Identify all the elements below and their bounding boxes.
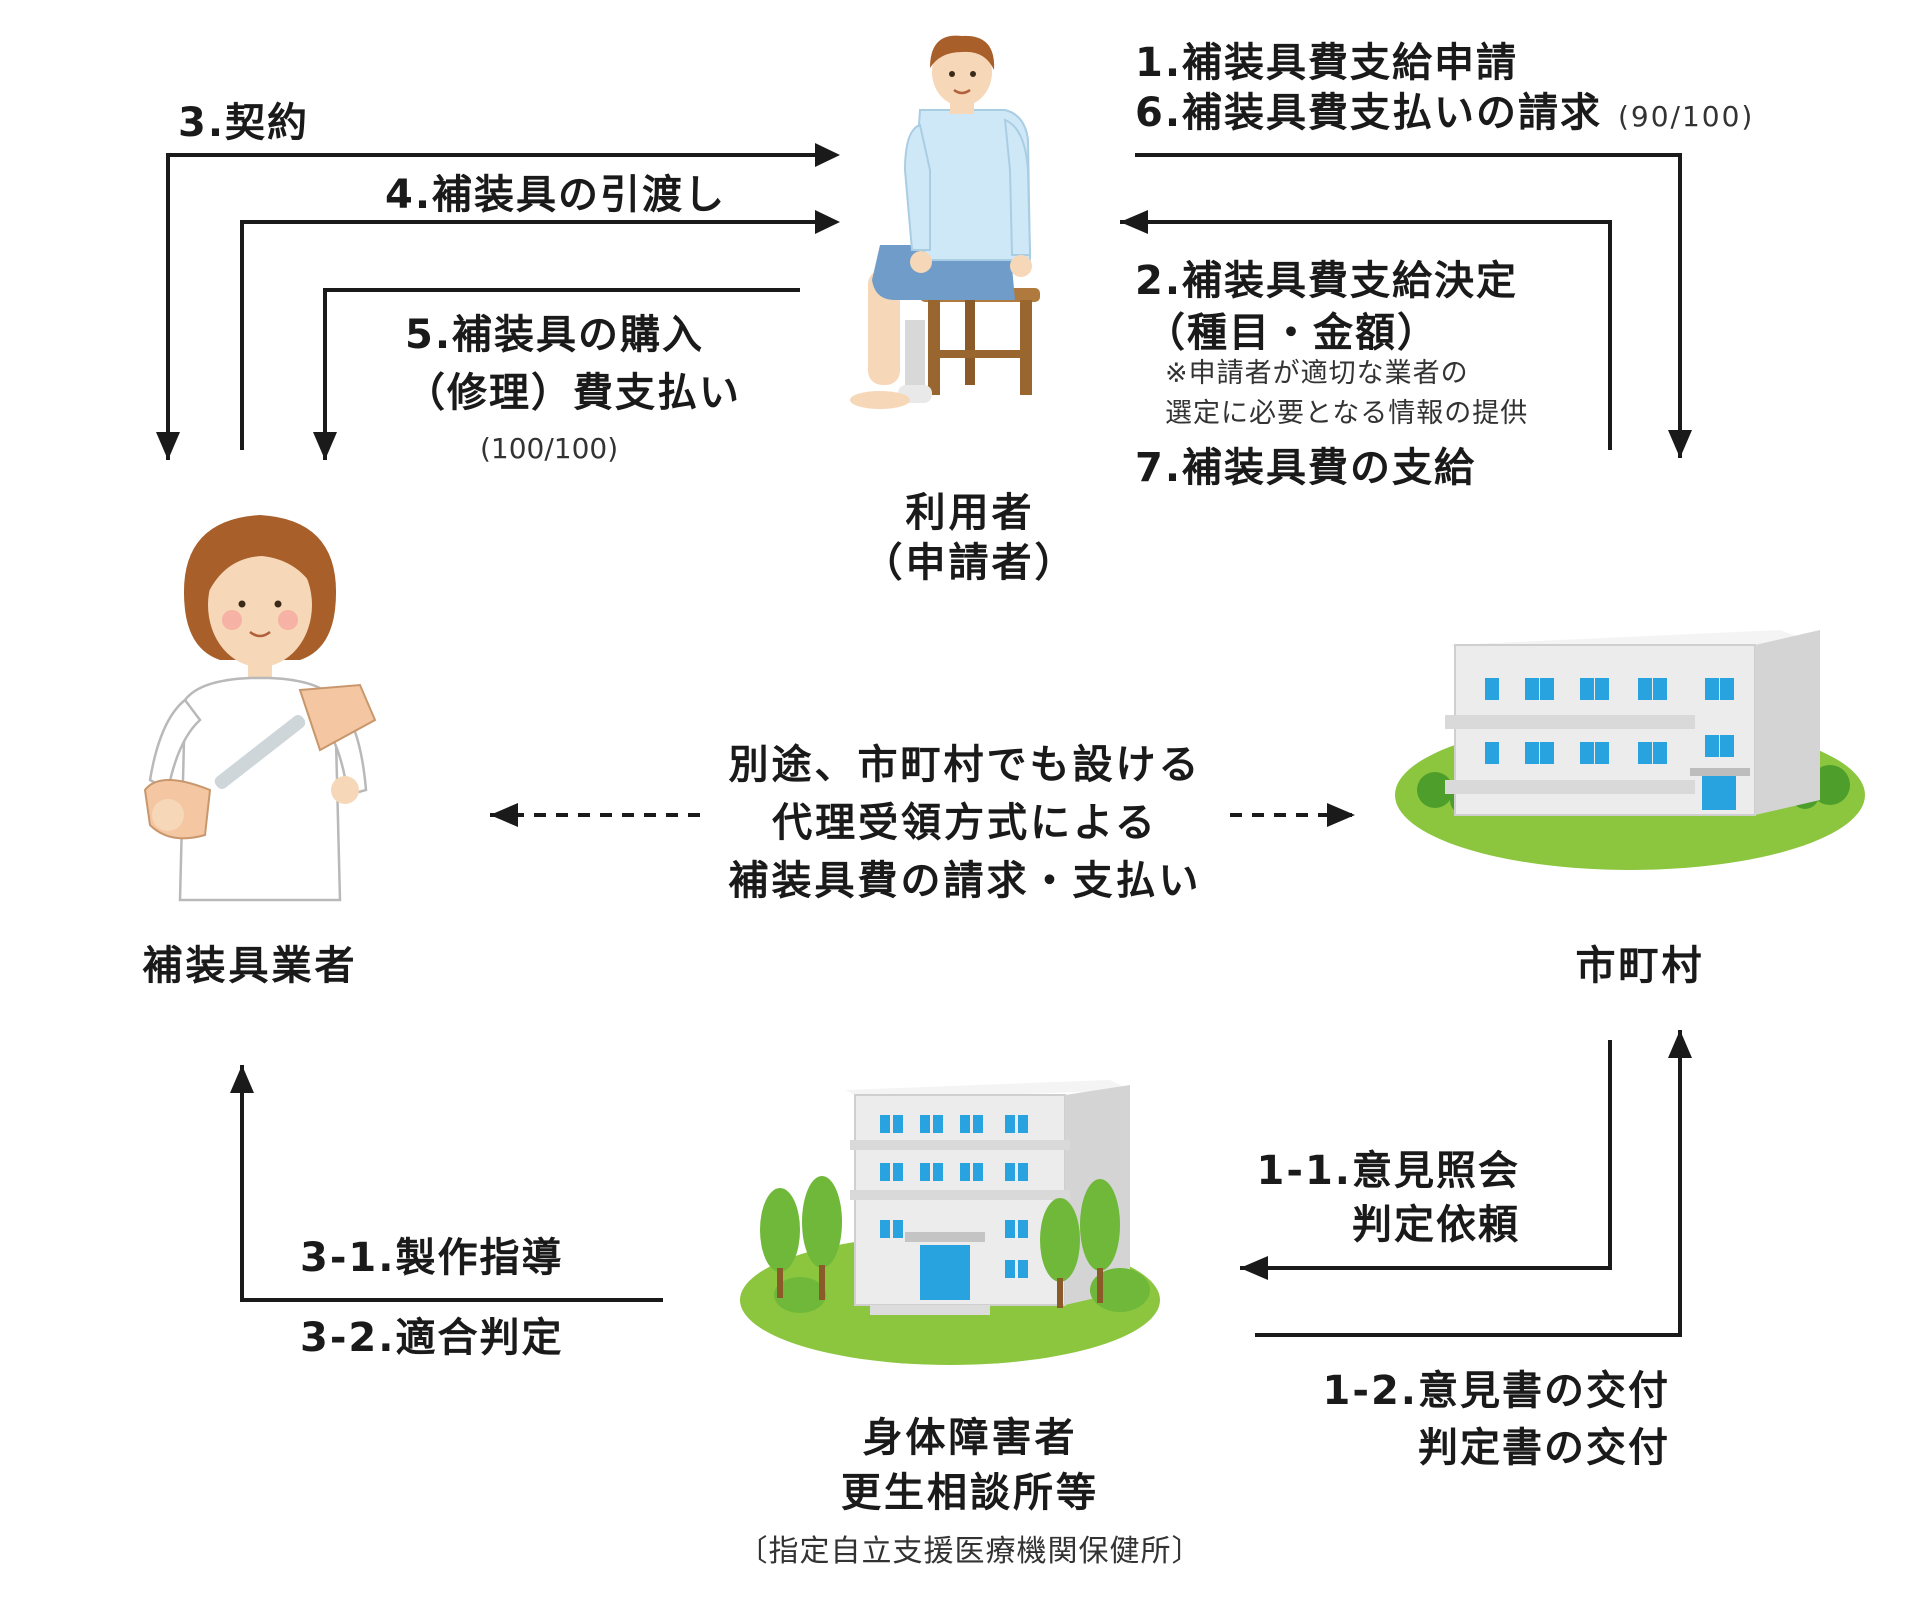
actor-center-sub: 〔指定自立支援医療機関保健所〕 (737, 1534, 1203, 1569)
label-flow-5-ratio: (100/100) (480, 432, 619, 465)
label-flow-2-sub: （種目・金額） (1145, 310, 1439, 356)
head-4 (815, 210, 840, 234)
actor-user-line2: （申請者） (862, 540, 1078, 586)
actor-center-line2: 更生相談所等 (841, 1470, 1099, 1516)
arrow-contract (166, 153, 815, 460)
label-flow-5-line1: 5.補装具の購入 (405, 312, 705, 358)
head-dash-left (490, 803, 518, 827)
head-5 (313, 432, 337, 460)
label-flow-7: 7.補装具費の支給 (1135, 445, 1477, 491)
head-dash-right (1327, 803, 1355, 827)
actor-user-line1: 利用者 (905, 490, 1035, 536)
label-flow-2: 2.補装具費支給決定 (1135, 258, 1519, 304)
arrow-opinion (1255, 1030, 1682, 1337)
label-flow-3-2: 3-2.適合判定 (300, 1315, 564, 1361)
label-flow-1-2-line1: 1-2.意見書の交付 (1322, 1368, 1670, 1414)
head-2 (1120, 210, 1148, 234)
actor-vendor: 補装具業者 (142, 943, 358, 989)
head-1 (1668, 430, 1692, 458)
arrow-decision (1120, 220, 1612, 450)
head-3 (815, 143, 840, 167)
arrow-application (1135, 153, 1682, 458)
user-illustration (850, 35, 1040, 409)
head-3-down (156, 432, 180, 460)
arrow-delivery (240, 220, 815, 450)
label-flow-1-1-line1: 1-1.意見照会 (1256, 1148, 1520, 1194)
municipality-illustration (1395, 630, 1865, 870)
arrow-guidance (240, 1065, 663, 1302)
head-12 (1668, 1030, 1692, 1058)
label-flow-2-note-line1: ※申請者が適切な業者の (1165, 358, 1469, 389)
label-flow-1-1-line2: 判定依頼 (1352, 1202, 1520, 1248)
proxy-note-line3: 補装具費の請求・支払い (728, 858, 1202, 904)
proxy-note-line2: 代理受領方式による (772, 800, 1158, 846)
label-flow-5-line2: （修理）費支払い (405, 370, 741, 416)
head-11 (1240, 1256, 1268, 1280)
label-flow-1-2-line2: 判定書の交付 (1418, 1425, 1670, 1471)
actor-center-line1: 身体障害者 (862, 1415, 1078, 1461)
label-flow-1: 1.補装具費支給申請 (1135, 40, 1519, 86)
label-flow-6-text: 6.補装具費支払いの請求 (1135, 90, 1603, 136)
head-31 (230, 1065, 254, 1093)
actor-municipality: 市町村 (1575, 943, 1705, 989)
vendor-illustration (143, 515, 377, 902)
label-flow-2-note-line2: 選定に必要となる情報の提供 (1165, 398, 1529, 429)
label-flow-6: 6.補装具費支払いの請求 (90/100) (1135, 90, 1754, 136)
proxy-note-line1: 別途、市町村でも設ける (728, 742, 1202, 788)
label-flow-6-ratio: (90/100) (1617, 100, 1755, 133)
label-flow-4: 4.補装具の引渡し (385, 172, 727, 218)
label-flow-3: 3.契約 (178, 100, 310, 146)
center-illustration (740, 1080, 1160, 1365)
arrow-payment-vendor (323, 288, 800, 460)
arrow-inquiry (1240, 1040, 1612, 1270)
label-flow-3-1: 3-1.製作指導 (300, 1235, 564, 1281)
